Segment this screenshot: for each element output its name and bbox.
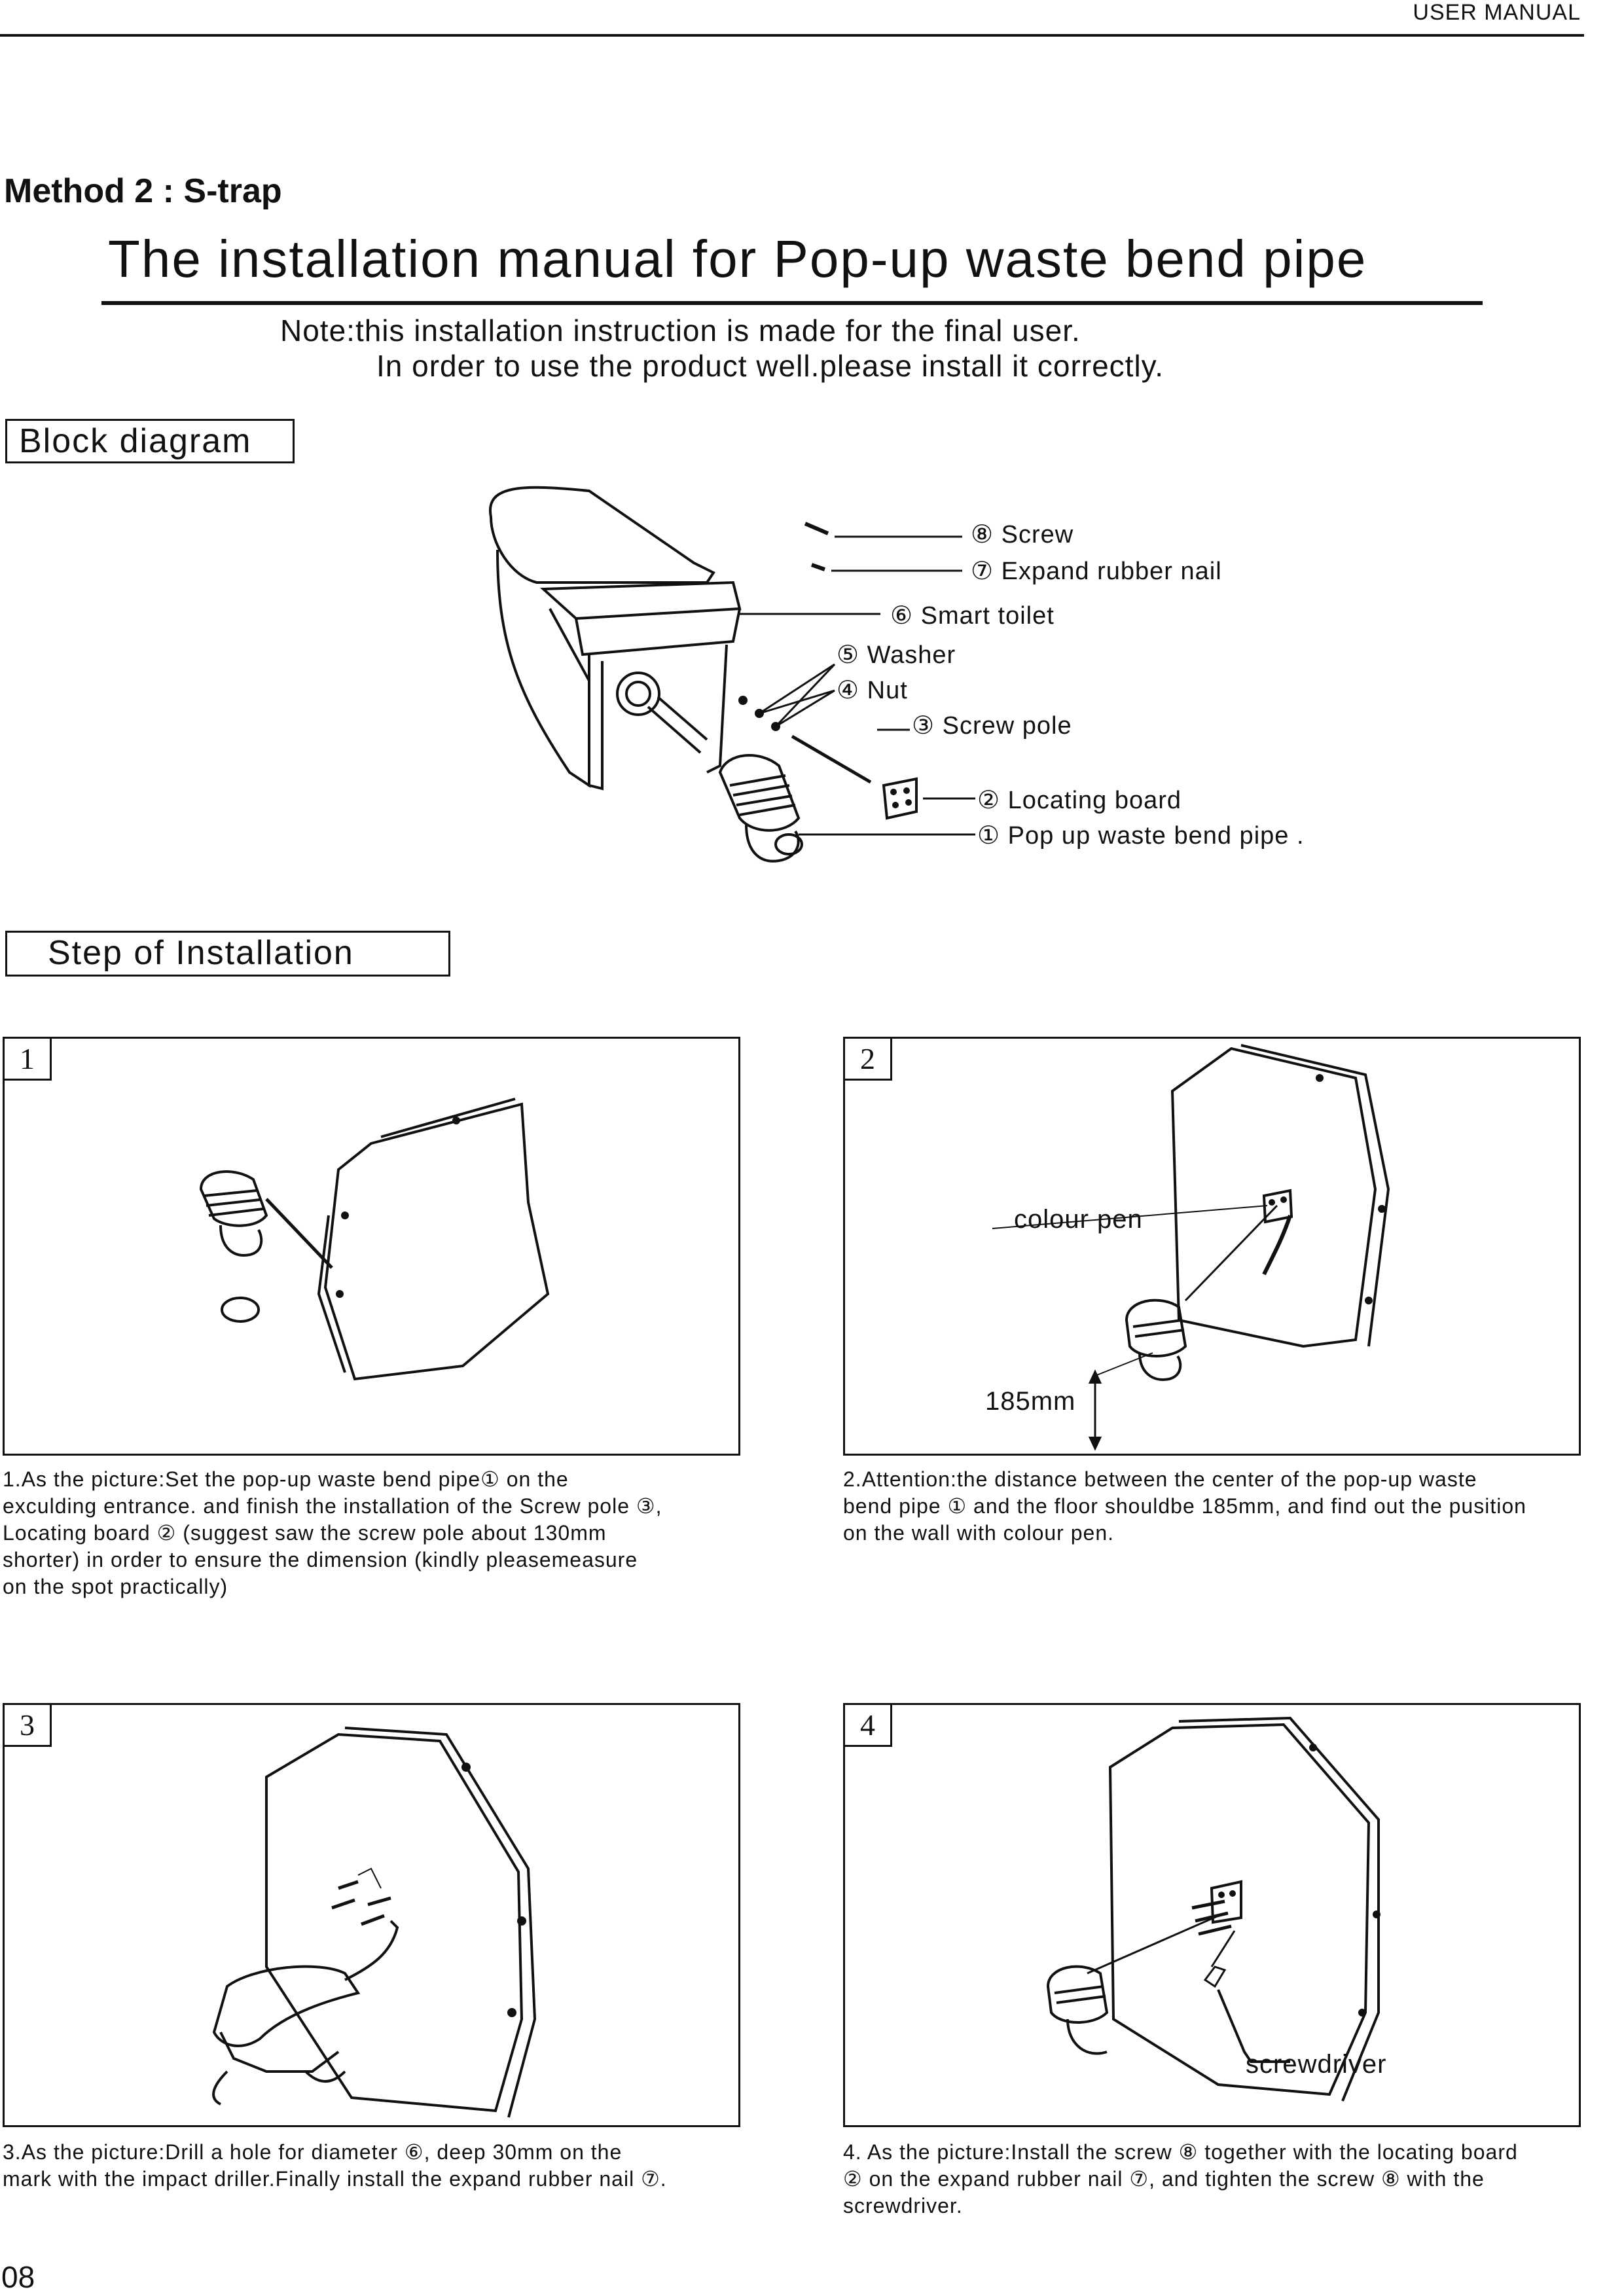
part-number: ⑦ xyxy=(971,558,994,585)
part-label-screw-pole: ③ Screw pole xyxy=(912,711,1072,740)
step-2-panel: 2 colour pen 185mm xyxy=(843,1037,1581,1456)
step-4-illustration xyxy=(845,1705,1579,2125)
part-label-locating-board: ② Locating board xyxy=(977,785,1182,815)
height-185mm-label: 185mm xyxy=(985,1387,1075,1416)
part-label-smart-toilet: ⑥ Smart toilet xyxy=(890,601,1055,630)
part-label-nut: ④ Nut xyxy=(837,675,908,705)
part-number: ⑥ xyxy=(890,602,913,630)
part-label-washer: ⑤ Washer xyxy=(837,640,956,670)
colour-pen-label: colour pen xyxy=(1014,1205,1143,1234)
page-number: 08 xyxy=(1,2259,35,2295)
title-underline xyxy=(101,301,1483,305)
step-number: 1 xyxy=(5,1039,52,1081)
step-3-caption: 3.As the picture:Drill a hole for diamet… xyxy=(3,2139,788,2193)
part-name: Washer xyxy=(867,641,956,669)
part-label-expand-rubber-nail: ⑦ Expand rubber nail xyxy=(971,556,1222,586)
note-line-2: In order to use the product well.please … xyxy=(376,348,1164,384)
step-3-illustration xyxy=(5,1705,738,2125)
step-number: 4 xyxy=(845,1705,892,1747)
step-of-installation-heading: Step of Installation xyxy=(5,931,450,977)
part-name: Smart toilet xyxy=(921,602,1055,630)
page-title: The installation manual for Pop-up waste… xyxy=(108,229,1367,289)
step-1-panel: 1 xyxy=(3,1037,740,1456)
part-name: Locating board xyxy=(1008,787,1182,814)
part-number: ② xyxy=(977,787,1000,814)
part-name: Screw pole xyxy=(943,712,1072,740)
block-diagram-heading: Block diagram xyxy=(5,419,295,463)
part-number: ⑤ xyxy=(837,641,859,669)
part-label-screw: ⑧ Screw xyxy=(971,520,1074,549)
part-number: ④ xyxy=(837,677,859,704)
screwdriver-label: screwdriver xyxy=(1246,2050,1386,2079)
note-line-1: Note:this installation instruction is ma… xyxy=(280,313,1081,348)
step-3-panel: 3 xyxy=(3,1703,740,2127)
step-1-illustration xyxy=(5,1039,738,1454)
part-name: Pop up waste bend pipe . xyxy=(1008,822,1305,850)
part-number: ① xyxy=(977,822,1000,850)
part-label-pop-up-waste-bend-pipe: ① Pop up waste bend pipe . xyxy=(977,821,1305,850)
method-heading: Method 2 : S-trap xyxy=(4,171,282,211)
step-4-caption: 4. As the picture:Install the screw ⑧ to… xyxy=(843,2139,1622,2219)
step-number: 3 xyxy=(5,1705,52,1747)
part-name: Screw xyxy=(1001,521,1074,548)
step-number: 2 xyxy=(845,1039,892,1081)
step-2-caption: 2.Attention:the distance between the cen… xyxy=(843,1466,1615,1547)
part-number: ⑧ xyxy=(971,521,994,548)
part-name: Nut xyxy=(867,677,908,704)
step-4-panel: 4 screwdriver xyxy=(843,1703,1581,2127)
header-label: USER MANUAL xyxy=(1413,0,1581,26)
part-number: ③ xyxy=(912,712,935,740)
step-1-caption: 1.As the picture:Set the pop-up waste be… xyxy=(3,1466,762,1600)
part-name: Expand rubber nail xyxy=(1001,558,1222,585)
step-2-illustration xyxy=(845,1039,1579,1454)
header-rule xyxy=(0,34,1584,37)
